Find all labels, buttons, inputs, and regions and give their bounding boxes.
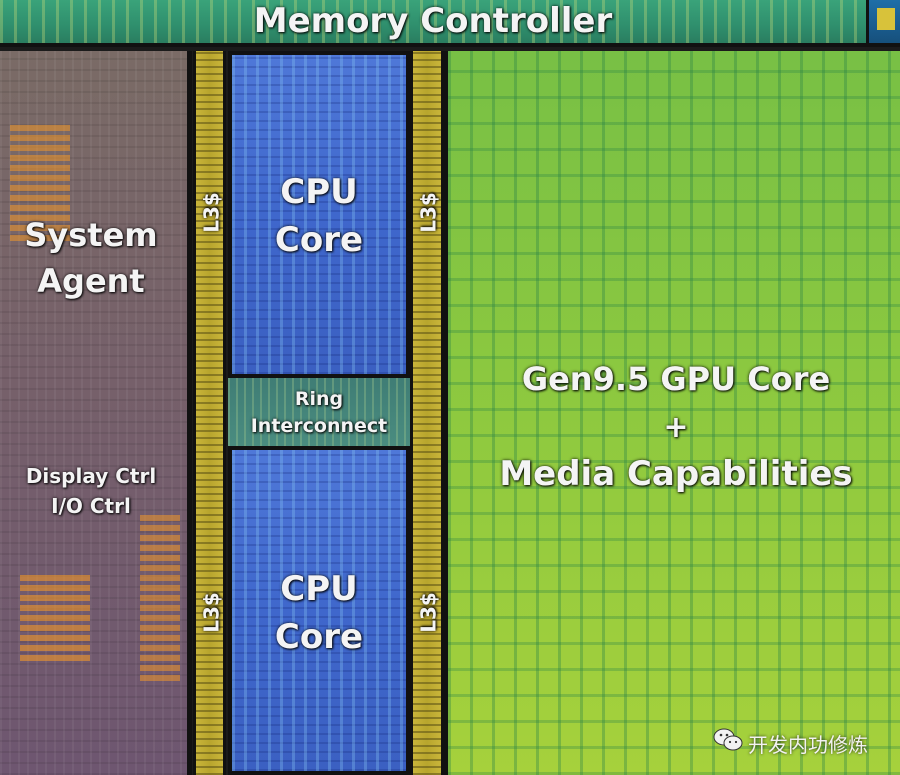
gpu-media-region: Gen9.5 GPU Core + Media Capabilities xyxy=(444,51,900,775)
system-agent-label-line2: Agent xyxy=(37,262,145,300)
io-ctrl-label: I/O Ctrl xyxy=(51,494,131,518)
l3-cache-right-region: L3$ L3$ xyxy=(410,51,444,775)
system-agent-region: System Agent Display Ctrl I/O Ctrl xyxy=(0,51,192,775)
system-agent-label-line1: System xyxy=(24,216,158,254)
l3-label-left-top: L3$ xyxy=(199,192,224,233)
cpu-core-bottom-label-line1: CPU xyxy=(280,569,358,609)
cpu-core-top-label-line1: CPU xyxy=(280,172,358,212)
gpu-plus-label: + xyxy=(663,410,689,445)
cpu-core-bottom-label-line2: Core xyxy=(274,617,364,657)
l3-cache-left-region: L3$ L3$ xyxy=(193,51,226,775)
memory-controller-region: Memory Controller xyxy=(0,0,866,47)
wechat-icon xyxy=(713,728,743,751)
watermark-text: 开发内功修炼 xyxy=(748,733,868,757)
media-capabilities-label: Media Capabilities xyxy=(499,454,853,494)
ring-interconnect-region: Ring Interconnect xyxy=(228,378,410,446)
l3-label-right-bottom: L3$ xyxy=(416,592,441,633)
memory-controller-edge-block xyxy=(866,0,900,47)
cpu-core-top-label-line2: Core xyxy=(274,220,364,260)
ring-label-line2: Interconnect xyxy=(250,415,388,437)
ring-label-line1: Ring xyxy=(294,388,344,410)
cpu-core-bottom-region: CPU Core xyxy=(228,446,410,775)
watermark: 开发内功修炼 xyxy=(712,724,894,757)
memory-controller-label: Memory Controller xyxy=(253,1,613,41)
display-ctrl-label: Display Ctrl xyxy=(25,464,157,488)
l3-label-left-bottom: L3$ xyxy=(199,592,224,633)
cpu-core-top-region: CPU Core xyxy=(228,51,410,378)
l3-label-right-top: L3$ xyxy=(416,192,441,233)
gpu-core-label: Gen9.5 GPU Core xyxy=(521,360,831,398)
